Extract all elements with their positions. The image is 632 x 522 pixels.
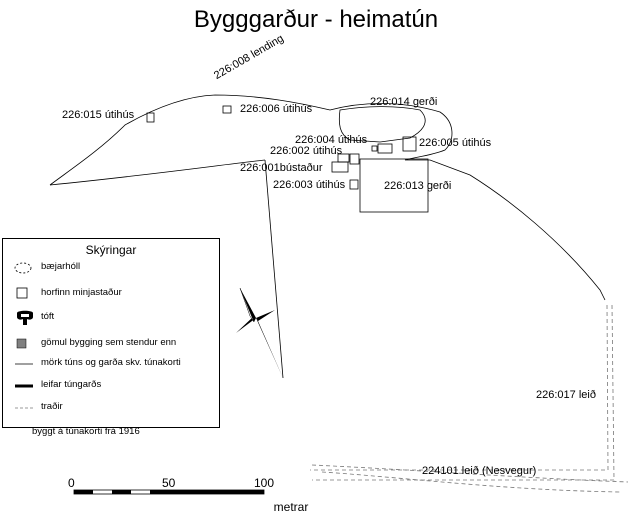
site-001-square [331, 161, 349, 173]
label-site-224101: 224101 leið (Nesvegur) [422, 465, 537, 477]
legend-item: gömul bygging sem stendur enn [13, 335, 217, 353]
scale-bar [73, 489, 265, 495]
scale-tick-100: 100 [254, 476, 275, 490]
site-015-square [146, 112, 155, 123]
legend-item: horfinn minjastaður [13, 285, 217, 303]
scale-tick-0: 0 [68, 476, 75, 490]
legend-label: leifar túngarðs [41, 379, 102, 390]
scale-tick-50: 50 [162, 476, 176, 490]
map-title: Bygggarður - heimatún [193, 6, 439, 33]
label-site-013: 226:013 gerði [384, 180, 452, 192]
label-site-001: 226:001bústaður [240, 162, 323, 174]
legend-title: Skýringar [85, 243, 137, 257]
legend-label: horfinn minjastaður [41, 287, 122, 298]
site-005-square [402, 136, 417, 152]
label-site-004: 226:004 útihús [295, 134, 368, 146]
legend-item: tóft [13, 309, 217, 327]
tradir [310, 304, 629, 493]
site-006-square [222, 105, 232, 114]
legend-item: leifar túngarðs [13, 377, 217, 395]
tun-boundary [49, 94, 606, 379]
scale-unit: metrar [273, 500, 309, 514]
label-site-014: 226:014 gerði [370, 96, 438, 108]
label-site-006: 226:006 útihús [240, 103, 313, 115]
site-004b-square [371, 145, 378, 152]
label-site-005: 226:005 útihús [419, 137, 492, 149]
legend-label: tóft [41, 311, 55, 322]
north-arrow-icon [236, 287, 283, 378]
legend-item: traðir [13, 399, 217, 417]
site-004-square [377, 143, 393, 154]
label-site-003: 226:003 útihús [273, 179, 346, 191]
site-002-square [349, 153, 360, 165]
legend-label: traðir [41, 401, 63, 412]
legend-label: mörk túns og garða skv. túnakorti [41, 357, 181, 368]
site-013-enclosure [359, 158, 429, 213]
ruin-icon [17, 310, 33, 325]
label-site-015: 226:015 útihús [62, 109, 135, 121]
filled-square-icon [16, 338, 27, 349]
thin-line-icon [15, 363, 33, 365]
legend-item: bæjarhóll [13, 259, 217, 277]
dashed-line-icon [15, 407, 33, 409]
legend-label: bæjarhóll [41, 261, 81, 272]
legend-label: gömul bygging sem stendur enn [41, 337, 177, 348]
source-credit: byggt á túnakorti frá 1916 [32, 426, 140, 437]
label-site-017: 226:017 leið [536, 389, 596, 401]
site-features [146, 105, 429, 213]
label-site-002: 226:002 útihús [270, 145, 343, 157]
site-003-square [349, 179, 359, 190]
legend-box: Skýringar bæjarhóll horfinn minjastaður … [2, 238, 220, 428]
thick-line-icon [15, 384, 33, 388]
legend-item: mörk túns og garða skv. túnakorti [13, 355, 217, 373]
hollow-square-icon [16, 287, 28, 299]
dashed-ellipse-icon [14, 262, 32, 274]
